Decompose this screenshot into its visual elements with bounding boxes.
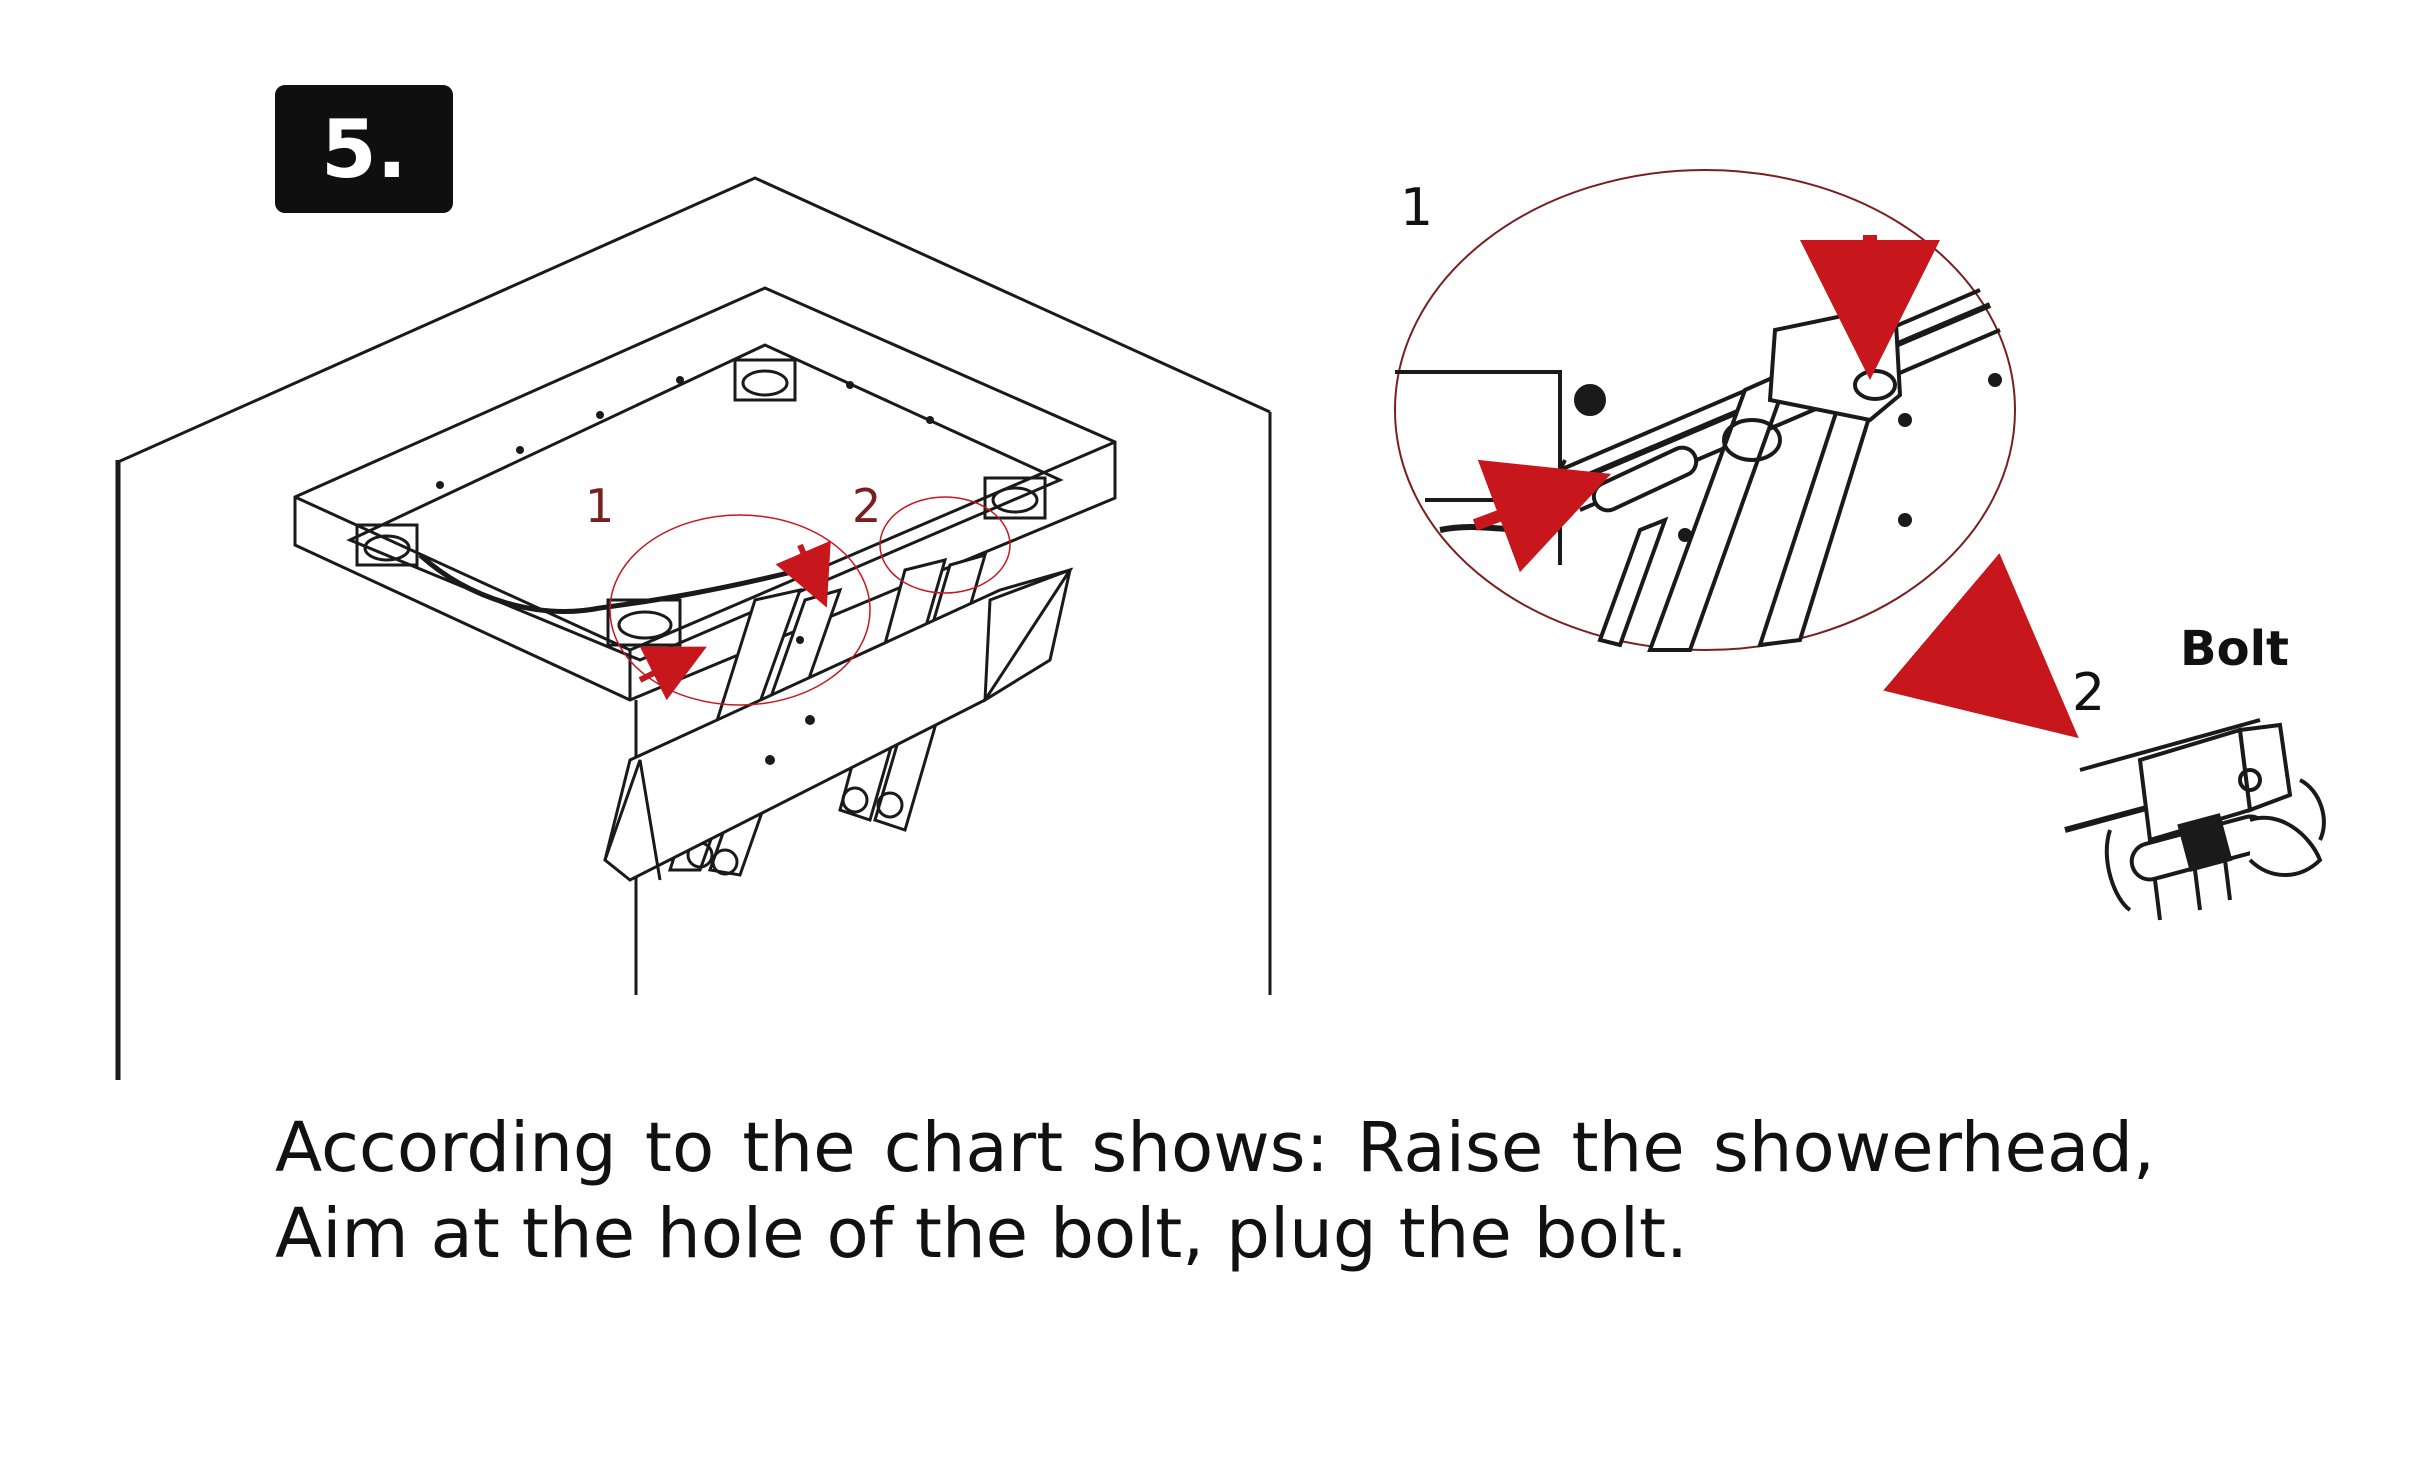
hose	[418, 553, 801, 614]
overview-arrow-down	[775, 540, 831, 608]
ceiling-outline	[117, 176, 1271, 464]
detail-2-view	[2064, 718, 2326, 921]
overview-drawing	[115, 176, 1272, 1080]
corner-bracket-top	[733, 358, 797, 402]
detail-1-view	[1394, 169, 2016, 652]
overview-callout-1: 1	[585, 479, 614, 533]
step-number-badge: 5.	[275, 85, 453, 213]
overview-arrow-insert	[638, 646, 707, 701]
detail-transition-arrow	[1883, 553, 2079, 739]
ceiling-recess	[346, 343, 1064, 662]
corner-bracket-left	[355, 523, 419, 567]
overview-callout-2: 2	[852, 479, 881, 533]
ceiling-frame	[293, 286, 1117, 702]
corner-bracket-right	[983, 476, 1047, 520]
detail-2-label: 2	[2072, 663, 2105, 723]
detail-1-label: 1	[1400, 178, 1433, 238]
head-panel-bracket	[983, 567, 1073, 703]
callout-circle-2	[879, 496, 1011, 594]
bolt-label: Bolt	[2180, 621, 2289, 677]
instruction-caption: According to the chart shows: Raise the …	[275, 1108, 2155, 1274]
head-panel-edge	[603, 759, 662, 881]
step-number: 5.	[320, 102, 408, 196]
detail-1-arrow-insert	[1472, 459, 1612, 573]
callout-circle-1	[609, 514, 871, 706]
fixing-holes	[436, 376, 934, 765]
